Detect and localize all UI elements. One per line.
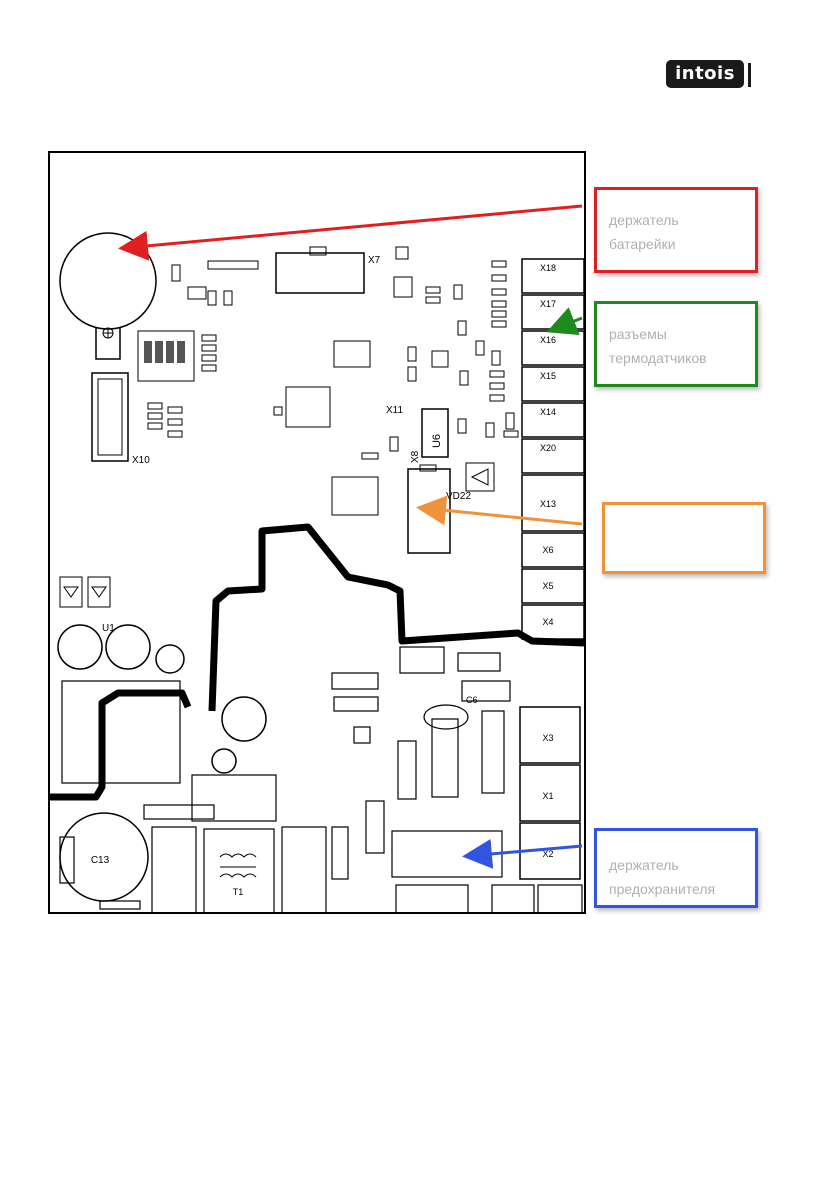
label-u6: U6 [431,434,443,448]
label-x17: X17 [540,299,556,309]
power-section [59,646,583,914]
chip-u6: U6 X11 [386,405,449,458]
label-x3: X3 [542,733,553,743]
left-diodes [59,576,111,608]
callout-thermo-text: разъемы термодатчиков [609,326,707,366]
label-x18: X18 [540,263,556,273]
right-connectors [519,258,585,880]
thick-traces [50,523,585,801]
callout-battery-holder: держатель батарейки [594,187,758,273]
callout-fuse-text: держатель предохранителя [609,857,716,897]
smd-components [147,246,519,516]
diode-vd22: VD22 [446,462,495,502]
label-c6: C6 [466,695,478,705]
transformer-t1: T1 [219,853,257,897]
label-x16: X16 [540,335,556,345]
pcb-diagram: X7 X10 [48,151,586,914]
label-x5: X5 [542,581,553,591]
label-x6: X6 [542,545,553,555]
callout-x8 [602,502,766,574]
logo-text: intois [666,60,744,88]
label-x13: X13 [540,499,556,509]
label-x1: X1 [542,791,553,801]
battery-holder [59,232,157,360]
callout-fuse-holder: держатель предохранителя [594,828,758,908]
callout-thermo-connectors: разъемы термодатчиков [594,301,758,387]
label-c13: C13 [91,855,110,866]
label-x7: X7 [368,255,381,266]
callout-battery-text: держатель батарейки [609,212,679,252]
label-x10: X10 [132,455,150,466]
label-x20: X20 [540,443,556,453]
dip-switch [137,330,195,382]
connector-x10: X10 [91,372,150,466]
brand-logo: intois [666,60,752,90]
label-x4: X4 [542,617,553,627]
label-x2: X2 [542,849,553,859]
board-outline [48,151,586,914]
label-u1: U1 [102,623,115,634]
label-t1: T1 [233,887,244,897]
label-x11: X11 [386,405,403,416]
label-x14: X14 [540,407,556,417]
label-x8: X8 [410,450,421,463]
label-vd22: VD22 [446,491,471,502]
label-x15: X15 [540,371,556,381]
logo-bar [748,63,751,87]
